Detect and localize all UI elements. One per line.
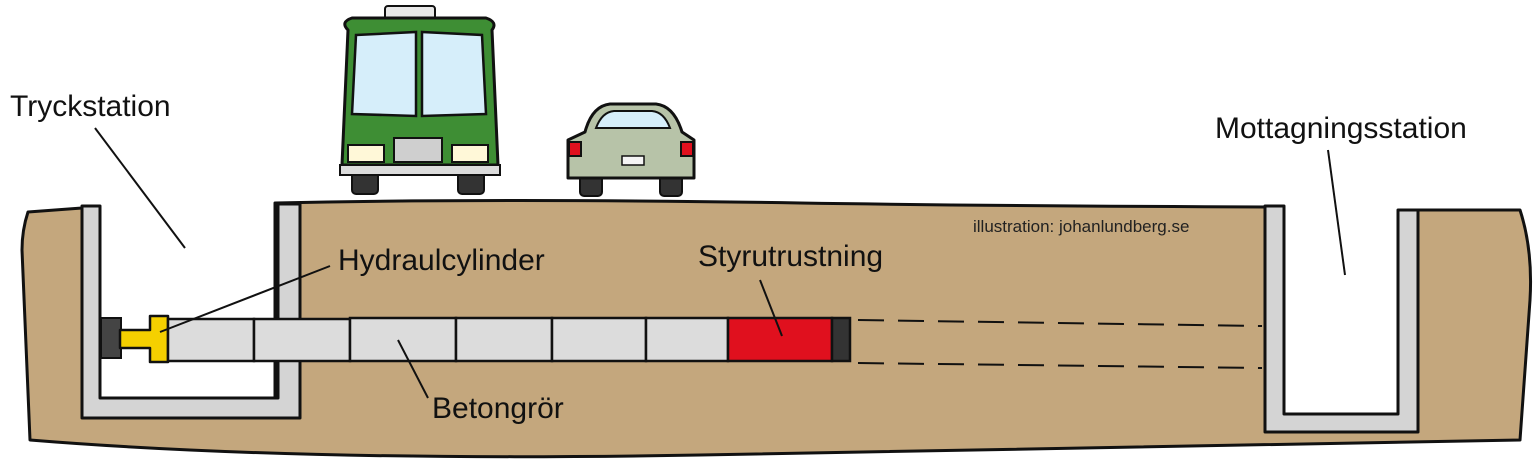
- leader-steering: [759, 279, 783, 337]
- receiving-shaft-wall: [1263, 204, 1420, 434]
- car-plate: [621, 155, 645, 166]
- pipe-segment: [348, 316, 458, 363]
- leader-receiving-station: [1327, 149, 1346, 276]
- bus-bumper: [339, 164, 501, 176]
- car-taillight: [680, 141, 694, 157]
- car: [566, 102, 696, 197]
- leader-push-station: [94, 127, 186, 249]
- push-shaft-wall: [80, 202, 302, 420]
- pipe-segment: [454, 316, 554, 363]
- bus-grille: [393, 137, 443, 163]
- concrete-pipe-string: [166, 316, 730, 363]
- pipe-segment: [166, 317, 256, 363]
- label-steering-equipment: Styrutrustning: [698, 240, 884, 273]
- thrust-plate: [100, 317, 122, 359]
- pipe-segment: [644, 316, 730, 363]
- bus-headlight: [451, 144, 489, 163]
- planned-route-bottom: [857, 362, 1263, 369]
- label-push-station: Tryckstation: [10, 90, 171, 123]
- car-taillight: [568, 141, 582, 157]
- leader-hydraulic-cylinder: [159, 265, 331, 333]
- pipe-segment: [550, 316, 648, 363]
- steering-head: [726, 316, 834, 363]
- bus-windshield-right: [420, 30, 488, 118]
- label-concrete-pipe: Betongrör: [432, 392, 564, 425]
- planned-route-top: [857, 319, 1263, 327]
- leader-concrete-pipe: [397, 339, 429, 399]
- pipe-segment: [252, 317, 352, 363]
- cutter-face: [830, 316, 852, 363]
- bus-headlight: [347, 144, 385, 163]
- hydraulic-cylinder-shape: [118, 314, 170, 364]
- car-rear-window: [594, 110, 672, 129]
- credit-text: illustration: johanlundberg.se: [973, 217, 1190, 236]
- label-receiving-station: Mottagningsstation: [1215, 112, 1467, 145]
- bus: [339, 5, 501, 195]
- bus-windshield-left: [350, 30, 418, 118]
- label-hydraulic-cylinder: Hydraulcylinder: [338, 244, 545, 277]
